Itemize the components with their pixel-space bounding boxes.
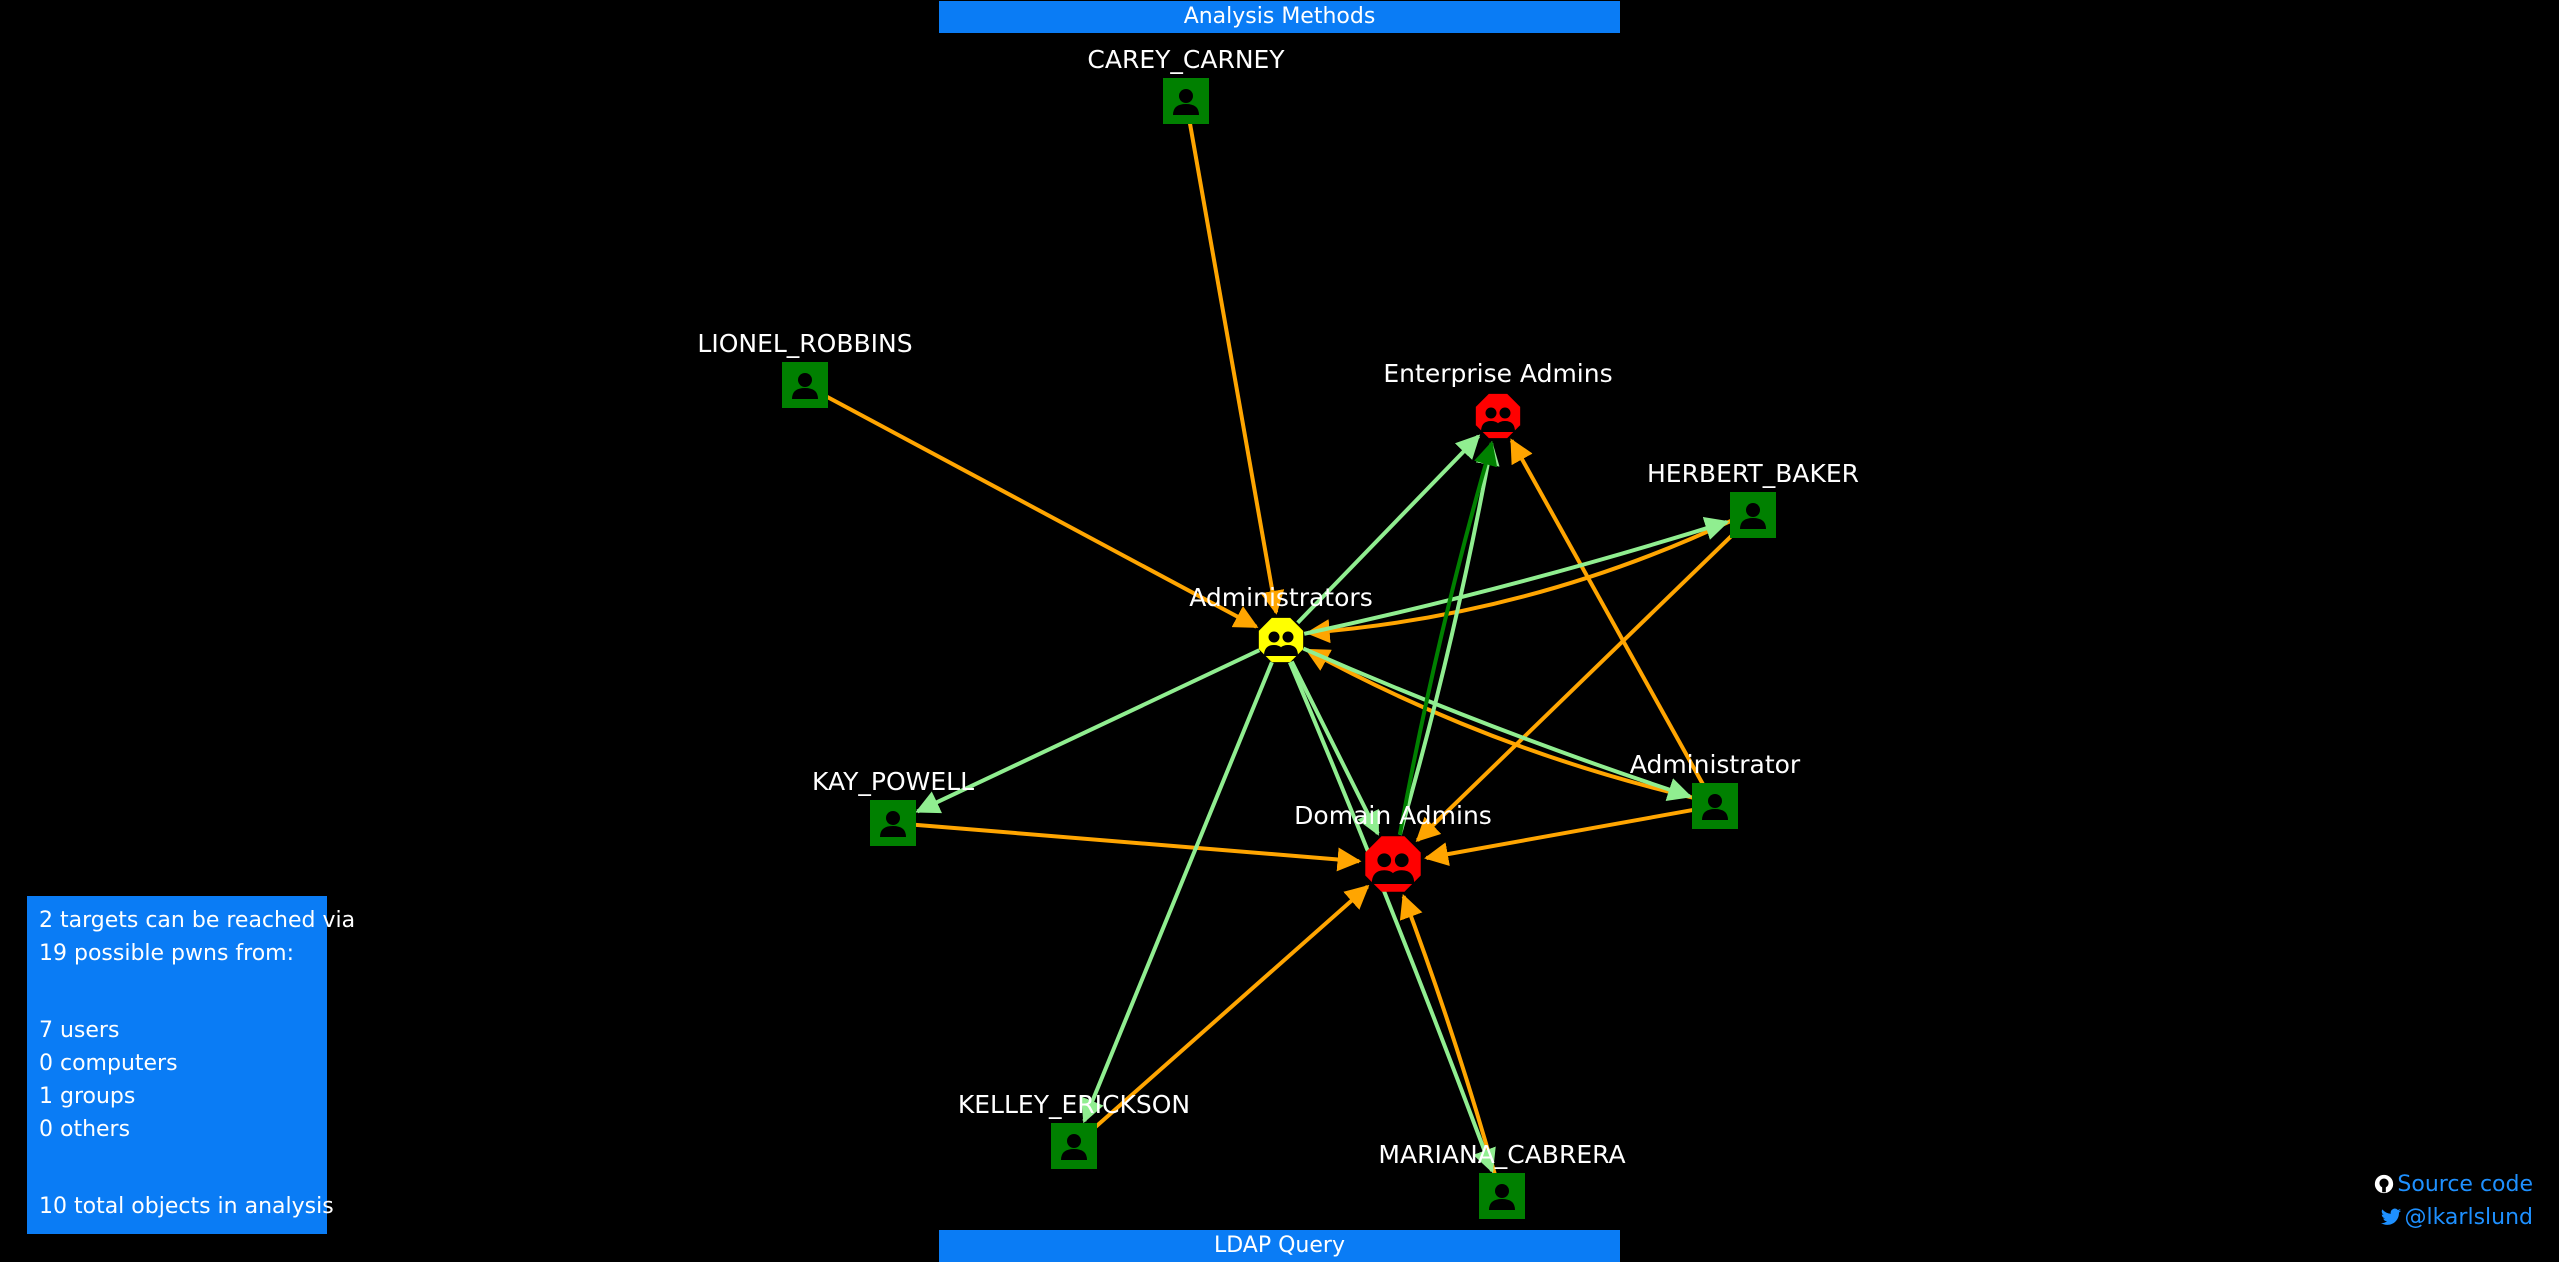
node-administrator[interactable]: Administrator bbox=[1630, 750, 1801, 829]
user-icon bbox=[880, 811, 906, 837]
stats-others: 0 others bbox=[39, 1117, 131, 1142]
edge-admins-to-herbert[interactable] bbox=[1303, 516, 1730, 636]
user-icon bbox=[1702, 794, 1728, 820]
node-da[interactable]: Domain Admins bbox=[1294, 801, 1492, 892]
node-carey[interactable]: CAREY_CARNEY bbox=[1087, 45, 1285, 124]
edge-administrator-to-admins[interactable] bbox=[1305, 648, 1694, 800]
edge-admins-to-kay[interactable] bbox=[915, 648, 1261, 814]
user-icon bbox=[1061, 1134, 1087, 1160]
stats-targets: 2 targets can be reached via bbox=[39, 908, 356, 933]
stats-pwns: 19 possible pwns from: bbox=[39, 941, 295, 966]
edge-da-to-ea[interactable] bbox=[1397, 440, 1498, 836]
edge-herbert-to-admins[interactable] bbox=[1305, 519, 1732, 644]
node-label-da: Domain Admins bbox=[1294, 801, 1492, 830]
edge-admins-to-da[interactable] bbox=[1289, 660, 1380, 836]
node-label-lionel: LIONEL_ROBBINS bbox=[697, 329, 912, 358]
user-icon bbox=[792, 373, 818, 399]
stats-total: 10 total objects in analysis bbox=[39, 1194, 334, 1219]
edge-mariana-to-da[interactable] bbox=[1399, 894, 1497, 1175]
twitter-link[interactable]: @lkarlslund bbox=[2380, 1205, 2533, 1230]
edge-admins-to-mariana[interactable] bbox=[1288, 661, 1496, 1174]
node-ea[interactable]: Enterprise Admins bbox=[1383, 359, 1613, 439]
github-icon bbox=[2375, 1174, 2394, 1194]
stats-computers: 0 computers bbox=[39, 1051, 178, 1076]
node-herbert[interactable]: HERBERT_BAKER bbox=[1647, 459, 1859, 538]
group-icon bbox=[1481, 407, 1515, 432]
edge-carey-to-admins[interactable] bbox=[1188, 123, 1285, 615]
group-icon bbox=[1264, 631, 1298, 656]
stats-groups: 1 groups bbox=[39, 1084, 136, 1109]
edge-admins-to-ea[interactable] bbox=[1296, 434, 1481, 625]
node-lionel[interactable]: LIONEL_ROBBINS bbox=[697, 329, 913, 408]
edge-administrator-to-da[interactable] bbox=[1424, 808, 1693, 866]
node-label-ea: Enterprise Admins bbox=[1383, 359, 1612, 388]
node-label-kay: KAY_POWELL bbox=[812, 767, 974, 796]
node-mariana[interactable]: MARIANA_CABRERA bbox=[1378, 1140, 1626, 1219]
edge-herbert-to-da[interactable] bbox=[1415, 529, 1738, 843]
ldap-query-button[interactable]: LDAP Query bbox=[939, 1230, 1620, 1262]
user-icon bbox=[1173, 89, 1199, 115]
edge-kelley-to-da[interactable] bbox=[1089, 884, 1370, 1133]
twitter-icon bbox=[2381, 1208, 2402, 1225]
edge-admins-to-administrator[interactable] bbox=[1302, 646, 1693, 802]
node-kelley[interactable]: KELLEY_ERICKSON bbox=[958, 1090, 1190, 1169]
node-label-herbert: HERBERT_BAKER bbox=[1647, 459, 1859, 488]
group-icon bbox=[1371, 853, 1415, 884]
graph-edges bbox=[824, 123, 1738, 1175]
source-code-link[interactable]: Source code bbox=[2373, 1172, 2533, 1197]
edge-da-to-ea[interactable] bbox=[1397, 440, 1500, 836]
user-icon bbox=[1489, 1184, 1515, 1210]
node-label-carey: CAREY_CARNEY bbox=[1087, 45, 1285, 74]
edge-admins-to-kelley[interactable] bbox=[1081, 661, 1274, 1124]
edge-kay-to-da[interactable] bbox=[915, 822, 1362, 872]
node-label-mariana: MARIANA_CABRERA bbox=[1378, 1140, 1625, 1169]
stats-users: 7 users bbox=[39, 1018, 120, 1043]
node-label-admins: Administrators bbox=[1189, 583, 1372, 612]
analysis-methods-button[interactable]: Analysis Methods bbox=[939, 1, 1620, 33]
node-kay[interactable]: KAY_POWELL bbox=[812, 767, 974, 846]
graph-nodes: CAREY_CARNEY LIONEL_ROBBINS Enterprise Adm… bbox=[697, 45, 1859, 1219]
user-icon bbox=[1740, 503, 1766, 529]
node-admins[interactable]: Administrators bbox=[1189, 583, 1373, 663]
node-label-kelley: KELLEY_ERICKSON bbox=[958, 1090, 1190, 1119]
node-label-administrator: Administrator bbox=[1630, 750, 1801, 779]
analysis-stats-panel: 2 targets can be reached via 19 possible… bbox=[27, 896, 356, 1234]
footer-links: Source code @lkarlslund bbox=[2373, 1168, 2533, 1234]
edge-lionel-to-admins[interactable] bbox=[824, 394, 1259, 629]
edge-administrator-to-ea[interactable] bbox=[1509, 438, 1706, 787]
